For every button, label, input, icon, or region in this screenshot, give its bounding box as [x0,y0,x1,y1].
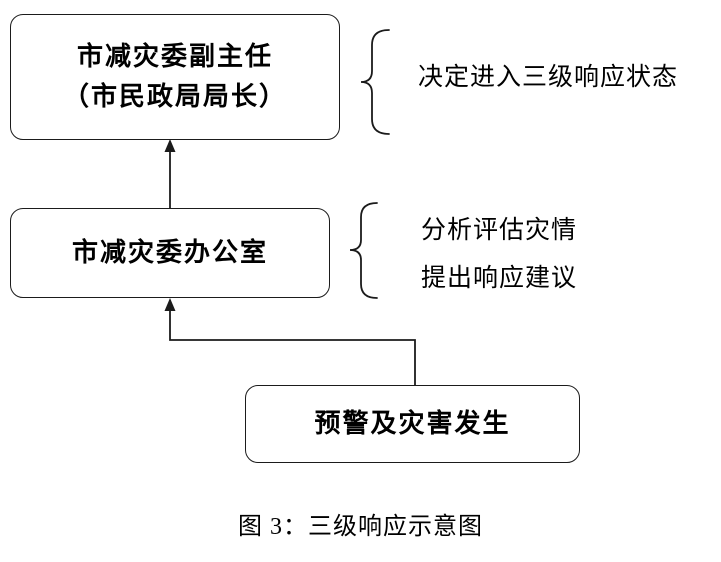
node-reduction-office-label: 市减灾委办公室 [71,238,268,268]
annotation-middle-suggestion: 提出响应建议 [421,265,578,292]
node-vice-director-line2: （市民政局局长） [62,82,287,111]
node-vice-director: 市减灾委副主任 （市民政局局长） [10,14,340,140]
figure-caption: 图 3：三级响应示意图 [238,514,483,540]
node-reduction-office: 市减灾委办公室 [10,208,330,298]
elbow-arrow-bottom-to-middle [164,298,416,385]
node-warning-disaster-label: 预警及灾害发生 [314,409,511,439]
annotation-middle-analysis: 分析评估灾情 [421,217,578,244]
node-vice-director-line1: 市减灾委副主任 [76,42,273,72]
brace-top [360,29,390,135]
brace-middle [349,202,378,299]
node-warning-disaster: 预警及灾害发生 [245,385,580,463]
arrow-middle-to-top [164,139,176,208]
annotation-top-decision: 决定进入三级响应状态 [418,64,679,91]
